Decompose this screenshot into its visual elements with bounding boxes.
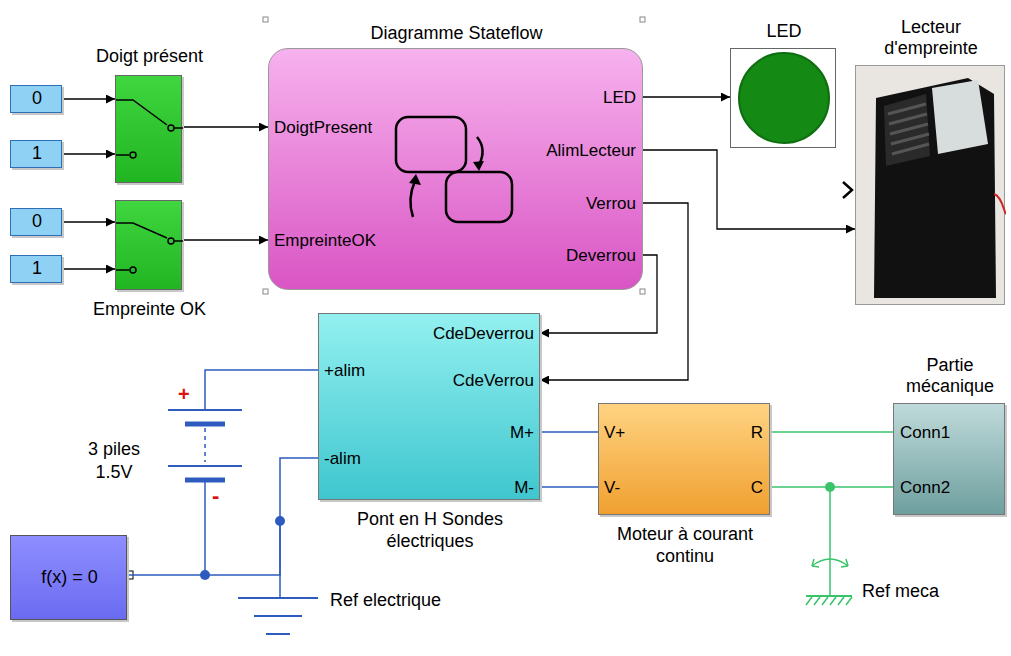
- electrical-wire: [127, 458, 318, 575]
- block-label: Empreinte OK: [70, 299, 230, 321]
- constant-block: 0: [10, 208, 62, 236]
- signal-line: [62, 221, 115, 222]
- port-name: EmpreinteOK: [274, 231, 376, 251]
- port-name: M+: [510, 423, 534, 443]
- stateflow-chart: Diagramme StateflowDoigtPresentEmpreinte…: [268, 48, 643, 290]
- constant-block: 0: [10, 85, 62, 113]
- electrical-wire: [540, 486, 598, 488]
- block-value: 1: [32, 143, 42, 165]
- constant-block: 1: [10, 140, 62, 168]
- port-name: -alim: [324, 449, 361, 469]
- signal-line: [182, 126, 268, 127]
- port-name: +alim: [324, 361, 365, 381]
- block-label: Partie mécanique: [894, 355, 1006, 398]
- mechanical-link: [770, 486, 893, 488]
- led-display: LED: [730, 48, 836, 148]
- block-label: Doigt présent: [70, 46, 230, 68]
- block-value: f(x) = 0: [41, 567, 98, 589]
- switch-block: Empreinte OK: [115, 200, 182, 290]
- switch-block: Doigt présent: [115, 75, 182, 183]
- block-label: Lecteur d'empreinte: [856, 17, 1006, 60]
- port-name: CdeVerrou: [453, 371, 534, 391]
- reader-photo: [856, 66, 1006, 306]
- block-label: Pont en H Sondes électriques: [345, 509, 515, 552]
- battery-symbol: [168, 370, 318, 575]
- block-value: 0: [32, 88, 42, 110]
- mechanical-ground: [806, 482, 852, 605]
- port-name: CdeDeverrou: [433, 324, 534, 344]
- signal-line: [643, 150, 855, 229]
- mechanical-link: [770, 431, 893, 433]
- port-name: Conn1: [900, 423, 950, 443]
- signal-line: [62, 98, 115, 99]
- signal-line: [62, 153, 115, 154]
- battery-label: 3 piles 1.5V: [78, 438, 150, 483]
- polarity-sign: -: [212, 482, 219, 510]
- port-name: V+: [604, 423, 625, 443]
- block-value: 1: [32, 258, 42, 280]
- port-name: C: [751, 478, 763, 498]
- signal-line: [62, 268, 115, 269]
- port-name: R: [751, 423, 763, 443]
- function-block: f(x) = 0: [10, 535, 127, 620]
- fingerprint-reader: Lecteur d'empreinte: [855, 65, 1005, 305]
- wire-junctions: [200, 516, 285, 580]
- electrical-wire: [540, 431, 598, 433]
- block-label: Diagramme Stateflow: [269, 23, 644, 45]
- stateflow-handles: [263, 17, 645, 294]
- ground-label: Ref meca: [862, 580, 939, 603]
- ground-label: Ref electrique: [330, 589, 441, 612]
- port-name: Conn2: [900, 478, 950, 498]
- switch-symbol: [116, 76, 183, 184]
- port-name: LED: [603, 88, 636, 108]
- constant-block: 1: [10, 255, 62, 283]
- input-chevron: [843, 182, 852, 198]
- port-name: Verrou: [586, 194, 636, 214]
- polarity-sign: +: [178, 382, 190, 407]
- mechanical-block: Partie mécaniqueConn1Conn2: [893, 403, 1005, 515]
- electrical-ground: [238, 521, 318, 634]
- port-name: M-: [514, 478, 534, 498]
- block-value: 0: [32, 211, 42, 233]
- port-name: AlimLecteur: [546, 141, 636, 161]
- block-label: Moteur à courant continu: [605, 524, 765, 567]
- port-name: Deverrou: [566, 246, 636, 266]
- switch-symbol: [116, 201, 183, 291]
- block-label: LED: [731, 21, 837, 43]
- led-lamp: [731, 49, 837, 149]
- signal-line: [643, 96, 730, 97]
- port-name: DoigtPresent: [274, 118, 372, 138]
- port-name: V-: [604, 478, 620, 498]
- h-bridge-block: CdeDeverrouCdeVerrou+alim-alimM+M-Pont e…: [318, 313, 540, 500]
- dc-motor-block: V+V-RCMoteur à courant continu: [598, 403, 770, 515]
- signal-line: [182, 239, 268, 240]
